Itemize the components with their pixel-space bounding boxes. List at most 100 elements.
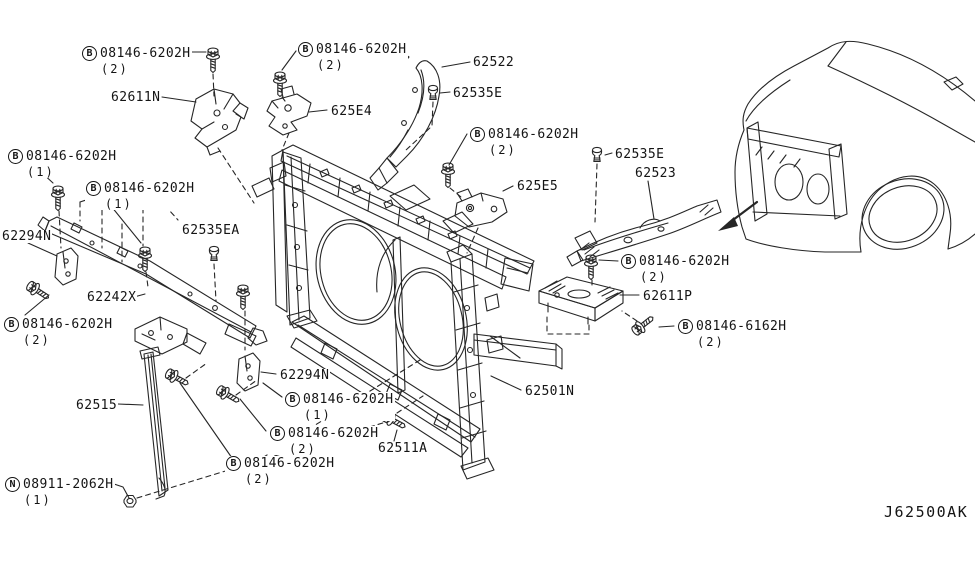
callout-row: 62611P [643,290,692,303]
part-number: 625E5 [517,179,559,194]
callout-62523[interactable]: 62523 [634,167,678,180]
callout-62294n-left[interactable]: 62294N [1,230,53,243]
quantity: (1) [304,408,332,422]
callout-row: 62294N [2,230,51,243]
part-number: 62242X [87,290,137,305]
callout-row: 62522 [473,56,514,69]
part-number: 08146-6202H [22,317,113,332]
part-number: 08146-6202H [316,42,407,57]
part-number: 62611P [643,289,693,304]
quantity: (2) [289,442,317,456]
callout-62501n[interactable]: 62501N [524,385,576,398]
pointer-arrow [718,200,759,231]
part-62242x [37,216,268,347]
callout-row: 62511A [378,442,427,455]
quantity: (1) [24,493,52,507]
part-number: 62611N [111,90,161,105]
part-number: 62523 [635,166,677,181]
callout-62522[interactable]: 62522 [472,56,516,69]
part-number: 08146-6202H [244,456,335,471]
callout-row: 62611N [111,91,160,104]
callout-row: 625E4 [331,105,372,118]
quantity: (2) [640,270,668,284]
prefix-circle-icon: B [82,46,97,61]
quantity: (2) [489,143,517,157]
part-number: 08146-6202H [26,149,117,164]
part-number: 08146-6202H [488,127,579,142]
callout-62611p[interactable]: 62611P [642,290,694,303]
part-number: 62535E [453,86,503,101]
prefix-circle-icon: B [86,181,101,196]
part-number: 62294N [2,229,52,244]
part-number: 08146-6202H [303,392,394,407]
part-number: 62511A [378,441,428,456]
part-number: 62515 [76,398,118,413]
part-625e5 [454,188,508,228]
part-number: 08146-6202H [100,46,191,61]
prefix-circle-icon: B [621,254,636,269]
part-number: 08146-6202H [639,254,730,269]
part-62523 [566,199,722,267]
part-625e4 [266,85,312,136]
callout-62515[interactable]: 62515 [75,398,119,413]
callout-62294n-center[interactable]: 62294N [279,369,331,382]
prefix-circle-icon: B [8,149,23,164]
part-number: 62294N [280,368,330,383]
part-number: 08146-6162H [696,319,787,334]
callout-62511a[interactable]: 62511A [377,442,429,455]
callout-row: 62535E [615,148,664,161]
prefix-circle-icon: B [298,42,313,57]
callout-row: 625E5 [517,180,558,193]
prefix-circle-icon: B [270,426,285,441]
callout-62611n[interactable]: 62611N [110,91,162,104]
part-number: 62501N [525,384,575,399]
callout-625e5[interactable]: 625E5 [516,180,560,193]
callout-62242x[interactable]: 62242X [86,291,138,304]
part-number: 08911-2062H [23,477,114,492]
callout-row: 62242X [87,291,136,304]
car-outline [734,40,975,253]
callout-row: 62501N [525,385,574,398]
prefix-circle-icon: B [678,319,693,334]
part-62294n-left [54,247,79,286]
quantity: (1) [27,165,55,179]
prefix-circle-icon: B [226,456,241,471]
callout-62535ea[interactable]: 62535EA [181,224,241,237]
quantity: (2) [697,335,725,349]
callout-62535e-right[interactable]: 62535E [614,148,666,161]
quantity: (2) [23,333,51,347]
callout-62535e-upper[interactable]: 62535E [452,86,504,101]
part-62611p [538,276,624,325]
callout-625e4[interactable]: 625E4 [330,105,374,118]
leader-lines [24,50,675,499]
diagram-code: J62500AK [884,503,969,521]
callout-row: 62294N [280,369,329,382]
part-number: 625E4 [331,104,373,119]
prefix-circle-icon: B [285,392,300,407]
callout-row: 62535EA [182,224,240,237]
callout-row: 62523 [635,167,676,180]
part-number: 62535E [615,147,665,162]
quantity: (2) [245,472,273,486]
